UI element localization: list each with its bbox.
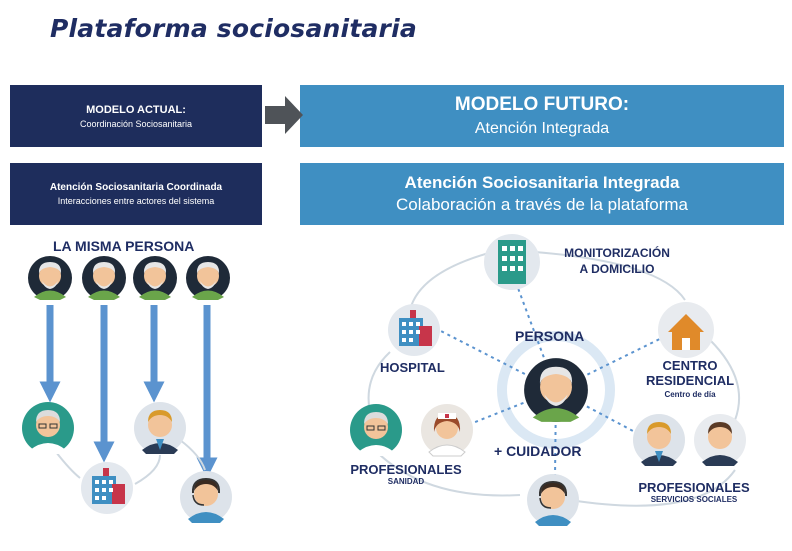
- hospital-icon-right: [388, 304, 440, 356]
- hospital-icon-left: [81, 462, 133, 514]
- current-description-sub: Interacciones entre actores del sistema: [57, 196, 215, 206]
- current-model-subheading: Coordinación Sociosanitaria: [79, 118, 193, 129]
- person-avatar-1: [28, 256, 72, 300]
- transition-arrow: [265, 96, 303, 134]
- person-avatar-3: [133, 256, 177, 300]
- current-model-box: MODELO ACTUAL: Coordinación Sociosanitar…: [10, 85, 262, 147]
- future-model-heading: MODELO FUTURO:: [454, 94, 630, 115]
- residential-center-label: CENTRO RESIDENCIAL Centro de día: [645, 358, 735, 399]
- current-description-box: Atención Sociosanitaria Coordinada Inter…: [10, 163, 262, 225]
- caregiver-operator-icon: [526, 473, 580, 527]
- future-description-sub: Colaboración a través de la plataforma: [396, 195, 688, 214]
- future-description-box: Atención Sociosanitaria Integrada Colabo…: [300, 163, 784, 225]
- doctor-icon-right: [349, 403, 403, 457]
- social-professionals-label: PROFESIONALES SERVICIOS SOCIALES: [638, 480, 750, 504]
- central-person-avatar: [524, 358, 588, 422]
- monitoring-building-icon: [484, 234, 540, 290]
- person-avatar-4: [186, 256, 230, 300]
- monitoring-label: MONITORIZACIÓN A DOMICILIO: [564, 246, 670, 276]
- caregiver-label: + CUIDADOR: [494, 443, 582, 459]
- current-description-title: Atención Sociosanitaria Coordinada: [49, 182, 223, 193]
- doctor-icon-left: [21, 401, 75, 455]
- future-model-subheading: Atención Integrada: [474, 120, 610, 137]
- page-title: Plataforma sociosanitaria: [50, 14, 417, 43]
- future-model-box: MODELO FUTURO: Atención Integrada: [300, 85, 784, 147]
- person-label: PERSONA: [515, 328, 585, 344]
- future-description-title: Atención Sociosanitaria Integrada: [404, 173, 680, 192]
- house-icon: [658, 302, 714, 358]
- nurse-icon: [420, 403, 474, 457]
- current-model-heading: MODELO ACTUAL:: [86, 103, 186, 116]
- social-worker-icon-left: [134, 402, 186, 454]
- person-avatar-2: [82, 256, 126, 300]
- social-worker-2-icon: [694, 414, 746, 466]
- hospital-label: HOSPITAL: [380, 360, 445, 375]
- social-worker-icon-right: [633, 414, 685, 466]
- health-professionals-label: PROFESIONALES SANIDAD: [350, 462, 462, 486]
- same-person-label: LA MISMA PERSONA: [53, 238, 195, 254]
- operator-icon-left: [179, 470, 233, 524]
